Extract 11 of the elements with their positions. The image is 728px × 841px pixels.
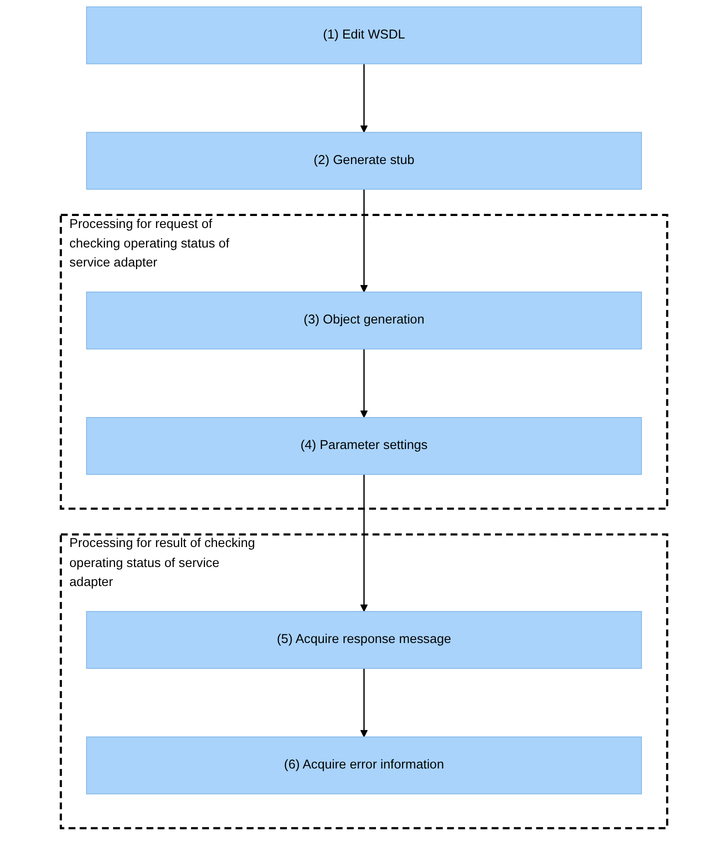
node-box: (1) Edit WSDL [86,6,642,64]
arrow [360,348,368,418]
arrow [360,474,368,612]
node-box: (5) Acquire response message [86,611,642,669]
arrow [360,189,368,292]
node-box: (3) Object generation [86,292,642,350]
node-box: (2) Generate stub [86,132,642,190]
arrow [360,64,368,133]
node-box: (6) Acquire error information [86,736,642,794]
arrow [360,668,368,738]
node-box: (4) Parameter settings [86,417,642,475]
